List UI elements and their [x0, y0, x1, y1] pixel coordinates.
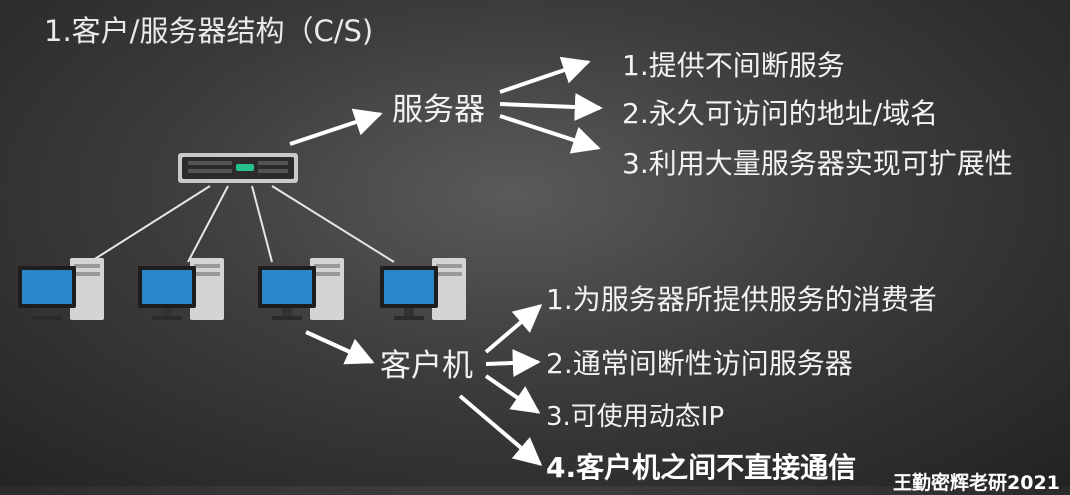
desktop-computer-icon	[16, 254, 106, 324]
desktop-computer-icon	[136, 254, 226, 324]
slide-title: 1.客户/服务器结构（C/S)	[44, 14, 374, 48]
arrow-server-feature-2	[499, 93, 603, 121]
arrow-client-feature-4	[458, 394, 543, 466]
arrow-client-feature-3	[484, 374, 541, 414]
link-client-2	[187, 185, 229, 263]
client-label: 客户机	[380, 348, 473, 384]
arrow-to-client-label	[305, 330, 375, 365]
link-client-1	[89, 185, 211, 263]
server-feature-3: 3.利用大量服务器实现可扩展性	[622, 147, 1013, 180]
server-feature-2: 2.永久可访问的地址/域名	[622, 97, 939, 130]
server-feature-1: 1.提供不间断服务	[622, 49, 845, 82]
link-client-3	[251, 185, 273, 263]
network-links	[89, 185, 395, 263]
client-feature-1: 1.为服务器所提供服务的消费者	[546, 283, 937, 316]
server-label: 服务器	[392, 92, 485, 128]
desktop-computer-icon	[378, 254, 468, 324]
client-feature-3: 3.可使用动态IP	[546, 402, 725, 432]
desktop-computer-icon	[256, 254, 346, 324]
arrow-to-server-label	[289, 108, 383, 146]
client-feature-2: 2.通常间断性访问服务器	[546, 347, 853, 380]
rack-server-icon	[178, 150, 298, 186]
link-client-4	[271, 185, 395, 263]
watermark: 王勤密辉老研2021	[893, 472, 1060, 494]
arrow-client-feature-1	[484, 304, 543, 354]
arrow-server-feature-1	[499, 56, 591, 94]
client-feature-4: 4.客户机之间不直接通信	[546, 451, 857, 484]
arrow-server-feature-3	[499, 114, 601, 154]
arrow-client-feature-2	[485, 348, 541, 377]
